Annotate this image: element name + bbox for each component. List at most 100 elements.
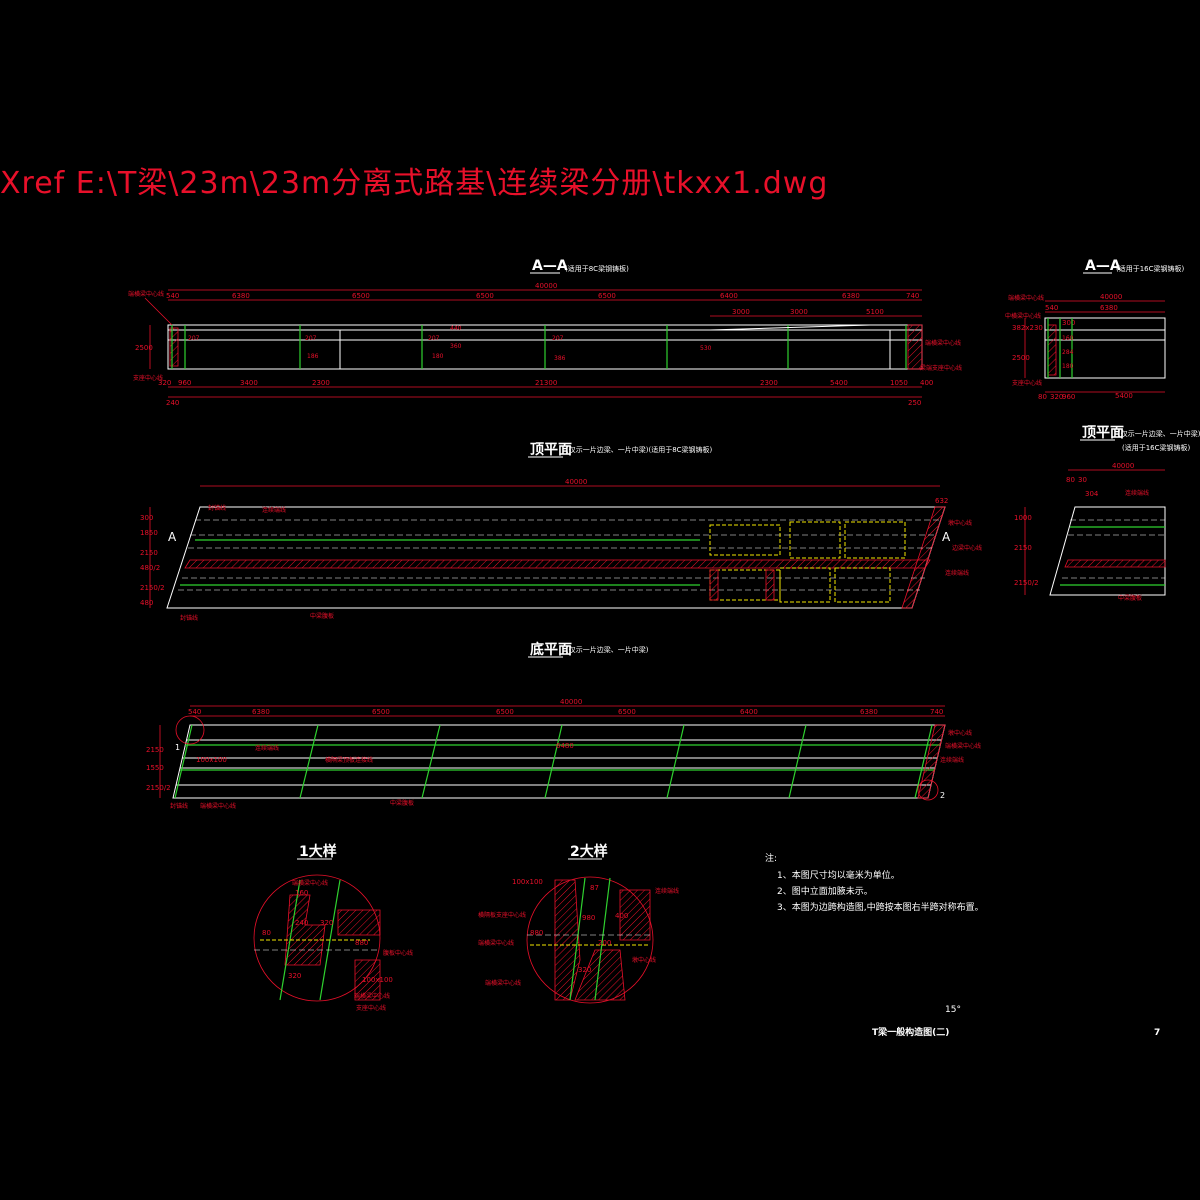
svg-text:1550: 1550 [146, 764, 164, 772]
svg-text:960: 960 [178, 379, 191, 387]
svg-text:端横梁中心线: 端横梁中心线 [485, 979, 521, 987]
page-number: 7 [1154, 1028, 1160, 1038]
notes: 注: 1、本图尺寸均以毫米为单位。 2、图中立面加腋未示。 3、本图为边跨构造图… [765, 852, 984, 913]
svg-text:960: 960 [1062, 393, 1075, 401]
svg-text:封锚线: 封锚线 [180, 614, 198, 622]
aa-diaphragms [171, 325, 907, 369]
svg-text:880: 880 [530, 929, 543, 937]
svg-text:横隔梁顶板连接线: 横隔梁顶板连接线 [325, 756, 373, 764]
svg-text:端横梁中心线: 端横梁中心线 [292, 879, 328, 887]
svg-text:160: 160 [295, 889, 308, 897]
notes-heading: 注: [765, 852, 777, 864]
svg-text:连续端线: 连续端线 [1125, 489, 1149, 497]
bottom-labels: 墩中心线 端横梁中心线 连续端线 横隔梁顶板连接线 连续端线 中梁腹板 封锚线 … [170, 729, 981, 810]
svg-text:320: 320 [578, 966, 591, 974]
note-item-1: 1、本图尺寸均以毫米为单位。 [777, 869, 900, 881]
svg-text:2150/2: 2150/2 [140, 584, 165, 592]
svg-text:207: 207 [428, 335, 440, 342]
svg-text:540: 540 [166, 292, 179, 300]
xref-path-text: Xref E:\T梁\23m\23m分离式路基\连续梁分册\tkxx1.dwg [0, 166, 828, 201]
svg-text:连续端线: 连续端线 [655, 887, 679, 895]
svg-text:200: 200 [598, 939, 611, 947]
svg-text:墩中心线: 墩中心线 [948, 729, 972, 737]
bottom-plan: 底平面 (仅示一片边梁、一片中梁) 40000 540 6380 6500 65… [146, 641, 981, 810]
svg-text:2150: 2150 [140, 549, 158, 557]
svg-text:6500: 6500 [372, 708, 390, 716]
section-aa-title: A—A [532, 258, 568, 274]
top-plan-tendons [709, 521, 906, 603]
svg-text:墩中心线: 墩中心线 [948, 519, 972, 527]
svg-text:382x230: 382x230 [1012, 324, 1043, 332]
svg-text:(仅示一片边梁、一片中梁): (仅示一片边梁、一片中梁) [566, 645, 649, 654]
svg-text:端横梁中心线: 端横梁中心线 [354, 992, 390, 1000]
detail-2: 2大样 100x100 87 980 400 880 200 320 连续端线 … [478, 843, 679, 1004]
svg-text:160: 160 [1062, 335, 1074, 342]
svg-text:740: 740 [906, 292, 919, 300]
svg-text:1: 1 [175, 743, 180, 752]
note-item-3: 3、本图为边跨构造图,中跨按本图右半跨对称布置。 [777, 901, 984, 913]
svg-text:3000: 3000 [790, 308, 808, 316]
svg-text:80: 80 [262, 929, 271, 937]
svg-text:3400: 3400 [240, 379, 258, 387]
svg-text:180: 180 [1062, 363, 1074, 370]
svg-text:1大样: 1大样 [299, 843, 337, 860]
svg-text:540: 540 [188, 708, 201, 716]
svg-text:(适用于16C梁钢铸板): (适用于16C梁钢铸板) [1116, 264, 1185, 273]
svg-text:1850: 1850 [140, 529, 158, 537]
svg-text:6380: 6380 [232, 292, 250, 300]
svg-text:87: 87 [590, 884, 599, 892]
svg-text:支座中心线: 支座中心线 [1012, 379, 1042, 387]
svg-text:480: 480 [140, 599, 153, 607]
svg-text:2300: 2300 [312, 379, 330, 387]
svg-text:180: 180 [432, 353, 444, 360]
svg-text:顶平面: 顶平面 [530, 442, 572, 458]
svg-text:5100: 5100 [866, 308, 884, 316]
svg-text:端横梁中心线: 端横梁中心线 [478, 939, 514, 947]
title-block: 15° T梁一般构造图(二) 7 [872, 1005, 1160, 1038]
svg-text:2500: 2500 [1012, 354, 1030, 362]
svg-text:284: 284 [1062, 349, 1074, 356]
section-aa-subtitle: (适用于8C梁钢铸板) [565, 264, 629, 273]
bottom-top-dims: 540 6380 6500 6500 6500 6400 6380 740 [188, 708, 943, 716]
svg-text:中梁腹板: 中梁腹板 [310, 612, 334, 620]
angle-label: 15° [945, 1005, 961, 1015]
svg-text:封锚线: 封锚线 [208, 504, 226, 512]
aa-inner-dims: 207 207 207 207 186 180 386 360 440 530 [188, 325, 712, 362]
svg-text:墩中心线: 墩中心线 [632, 956, 656, 964]
svg-text:6380: 6380 [252, 708, 270, 716]
top-plan-main: 顶平面 (仅示一片边梁、一片中梁)(适用于8C梁钢铸板) 40000 632 [140, 442, 982, 622]
drawing-title: T梁一般构造图(二) [872, 1026, 949, 1038]
svg-text:320: 320 [158, 379, 171, 387]
svg-text:207: 207 [305, 335, 317, 342]
svg-text:740: 740 [930, 708, 943, 716]
svg-text:480/2: 480/2 [140, 564, 160, 572]
svg-text:(适用于16C梁钢铸板): (适用于16C梁钢铸板) [1122, 443, 1191, 452]
svg-text:支座中心线: 支座中心线 [133, 374, 163, 382]
section-marker-a-left: A [168, 530, 177, 544]
top-plan-side: 顶平面 (仅示一片边梁、一片中梁) (适用于16C梁钢铸板) 40000 80 … [1014, 425, 1200, 602]
svg-text:40000: 40000 [1112, 462, 1134, 470]
aa-top-dims: 540 6380 6500 6500 6500 6400 6380 740 [166, 292, 919, 300]
svg-text:6500: 6500 [352, 292, 370, 300]
detail-1-dims: 160 240 320 320 80 100x100 880 [262, 889, 393, 984]
svg-text:30: 30 [1078, 476, 1087, 484]
svg-text:540: 540 [1045, 304, 1058, 312]
note-item-2: 2、图中立面加腋未示。 [777, 885, 873, 897]
svg-text:320: 320 [1050, 393, 1063, 401]
svg-text:6380: 6380 [1100, 304, 1118, 312]
svg-text:207: 207 [552, 335, 564, 342]
svg-text:250: 250 [908, 399, 921, 407]
svg-text:6380: 6380 [860, 708, 878, 716]
svg-text:6500: 6500 [476, 292, 494, 300]
svg-text:880: 880 [355, 939, 368, 947]
svg-text:386: 386 [554, 355, 566, 362]
svg-text:(仅示一片边梁、一片中梁): (仅示一片边梁、一片中梁) [1118, 429, 1200, 438]
svg-text:2150/2: 2150/2 [146, 784, 171, 792]
svg-text:440: 440 [450, 325, 462, 332]
svg-text:边梁中心线: 边梁中心线 [952, 544, 982, 552]
svg-text:端横梁中心线: 端横梁中心线 [200, 802, 236, 810]
svg-text:6400: 6400 [720, 292, 738, 300]
svg-text:(仅示一片边梁、一片中梁)(适用于8C梁钢铸板): (仅示一片边梁、一片中梁)(适用于8C梁钢铸板) [566, 445, 713, 454]
svg-text:连续端线: 连续端线 [945, 569, 969, 577]
svg-text:腹板中心线: 腹板中心线 [383, 949, 413, 957]
